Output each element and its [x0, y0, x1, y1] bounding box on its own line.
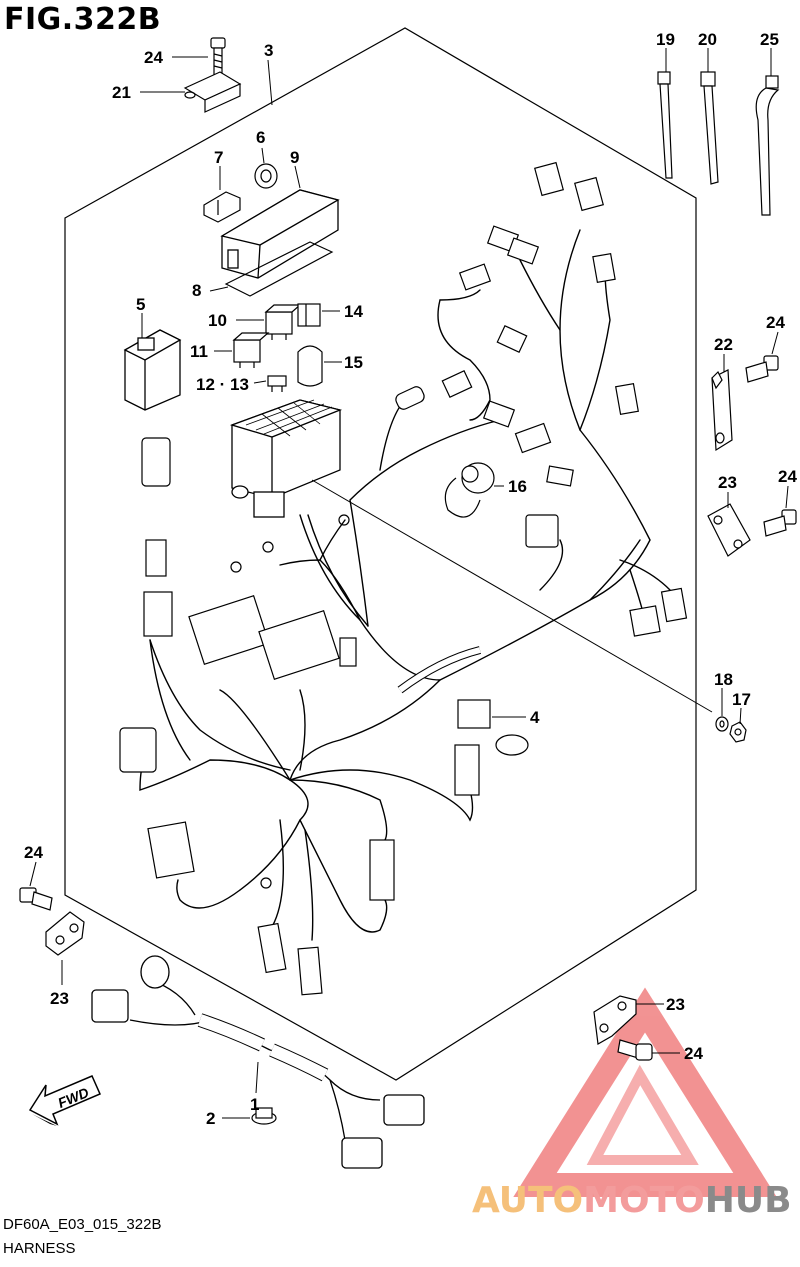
- callout-10: 10: [208, 311, 227, 330]
- callout-23-left: 23: [50, 989, 69, 1008]
- nut-2: [251, 1107, 277, 1125]
- ring-terminal-d: [260, 877, 272, 889]
- bolt-24-bottom: [617, 1039, 653, 1061]
- watermark-moto: MOTO: [583, 1180, 705, 1221]
- bracket-21: [183, 71, 242, 113]
- bolt-24-top: [210, 37, 226, 77]
- bolt-24-right-lower: [763, 509, 797, 537]
- callout-20: 20: [698, 30, 717, 49]
- callout-7: 7: [214, 148, 223, 167]
- bracket-23-bottom: [593, 995, 637, 1045]
- harness-sleeves: [397, 646, 481, 694]
- fuse-box-9: [220, 189, 340, 279]
- leader-18-line: [311, 479, 713, 713]
- nut-17: [729, 721, 747, 743]
- fwd-arrow: FWD: [28, 1075, 101, 1126]
- watermark-auto: AUTO: [472, 1180, 584, 1221]
- relay-10: [264, 304, 302, 340]
- figure-code: DF60A_E03_015_322B: [3, 1216, 162, 1233]
- callout-8: 8: [192, 281, 201, 300]
- washer-18: [715, 716, 729, 732]
- callout-18: 18: [714, 670, 733, 689]
- callout-1: 1: [250, 1095, 259, 1114]
- cable-tie-25: [755, 75, 780, 216]
- leader-lines: [29, 48, 789, 1119]
- callout-25: 25: [760, 30, 779, 49]
- clip-7: [203, 191, 241, 223]
- harness-boundary: [64, 27, 697, 1081]
- callout-23-bottom: 23: [666, 995, 685, 1014]
- callout-2: 2: [206, 1109, 215, 1128]
- bracket-22: [711, 369, 733, 452]
- callout-22: 22: [714, 335, 733, 354]
- bracket-23-right: [707, 503, 751, 557]
- ring-terminal-b: [262, 541, 274, 553]
- grommet-6: [254, 163, 278, 189]
- callout-numbers: 24 21 3 6 7 9 8 5 10 14 11 15 12 · 13 16…: [24, 30, 797, 1128]
- relay-cover-5: [123, 329, 182, 411]
- bolt-24-right-upper: [745, 355, 779, 383]
- callout-23-right: 23: [718, 473, 737, 492]
- callout-6: 6: [256, 128, 265, 147]
- bolt-24-left: [19, 887, 53, 911]
- callout-3: 3: [264, 41, 273, 60]
- watermark-hub: HUB: [704, 1180, 792, 1221]
- callout-12-13: 12 · 13: [196, 375, 249, 394]
- ring-terminal-a: [230, 561, 242, 573]
- ring-terminal-c: [338, 514, 350, 526]
- callout-14: 14: [344, 302, 363, 321]
- cap-15: [297, 345, 323, 387]
- callout-24-bottom: 24: [684, 1044, 703, 1063]
- callout-11: 11: [190, 342, 208, 361]
- callout-5: 5: [136, 295, 145, 314]
- sensor-16: [461, 462, 495, 494]
- cable-tie-20: [700, 71, 719, 185]
- relay-11: [232, 332, 270, 368]
- callout-9: 9: [290, 148, 299, 167]
- junction-box: [229, 399, 343, 518]
- gasket-8: [224, 241, 334, 297]
- callout-24-right-lower: 24: [778, 467, 797, 486]
- callout-16: 16: [508, 477, 527, 496]
- ring-terminal-4: [495, 734, 529, 756]
- sub-harness-1: [91, 955, 425, 1169]
- callout-19: 19: [656, 30, 675, 49]
- relay-14: [297, 303, 321, 327]
- callout-24-top: 24: [144, 48, 163, 67]
- callout-21: 21: [112, 83, 131, 102]
- fwd-label: FWD: [56, 1084, 92, 1111]
- callout-24-left: 24: [24, 843, 43, 862]
- callout-17: 17: [732, 690, 751, 709]
- callout-4: 4: [530, 708, 540, 727]
- cable-tie-19: [657, 71, 673, 179]
- callout-15: 15: [344, 353, 363, 372]
- harness-wires: [139, 229, 671, 941]
- figure-name: HARNESS: [3, 1240, 76, 1257]
- connectors-top-right: [395, 161, 688, 637]
- fuse-12-13: [267, 375, 287, 392]
- callout-24-right-upper: 24: [766, 313, 785, 332]
- watermark-logo: AUTOMOTOHUB: [472, 1180, 792, 1221]
- watermark-triangle: [513, 987, 777, 1197]
- connectors-left: [119, 437, 491, 996]
- bracket-23-left: [45, 911, 85, 956]
- figure-title: FIG.322B: [4, 2, 162, 37]
- sensor-16-wire: [444, 477, 481, 518]
